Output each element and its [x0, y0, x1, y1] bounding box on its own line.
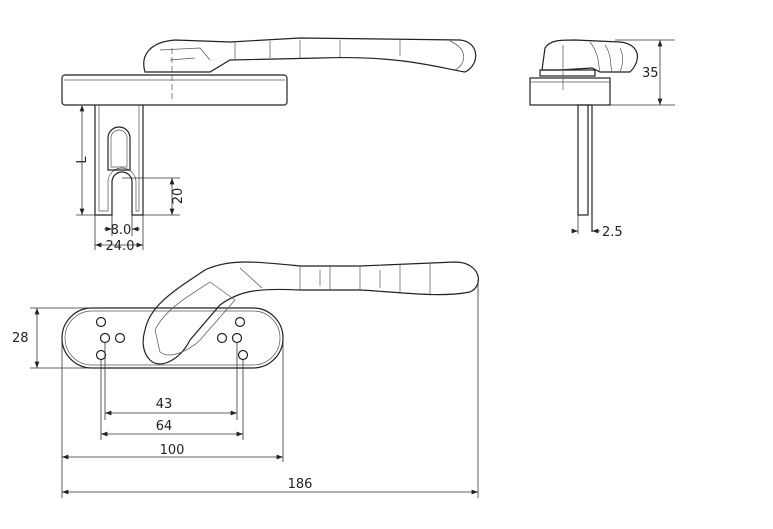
dimension-43: 43: [104, 342, 238, 420]
dim-label-20: 20: [171, 188, 186, 205]
dimension-35: 35: [610, 39, 675, 106]
dimension-2.5: 2.5: [571, 215, 623, 240]
dim-label-L: L: [75, 156, 90, 164]
dim-label-24: 24.0: [106, 239, 135, 254]
dim-label-186: 186: [288, 477, 313, 492]
dimension-L: L: [75, 104, 95, 216]
dim-label-28: 28: [12, 331, 29, 346]
dim-label-2.5: 2.5: [602, 225, 623, 240]
dim-label-43: 43: [156, 397, 173, 412]
dimension-186: 186: [62, 280, 479, 498]
dimension-100: 100: [61, 340, 284, 498]
dim-label-8: 8.0: [111, 223, 132, 238]
dim-label-64: 64: [156, 419, 173, 434]
plan-view: [61, 261, 479, 369]
dim-label-100: 100: [160, 443, 185, 458]
screw-holes: [95, 316, 249, 361]
front-view: [61, 37, 477, 216]
dim-label-35: 35: [642, 66, 659, 81]
dimension-24: 24.0: [94, 215, 144, 254]
dimension-64: 64: [100, 360, 244, 440]
dimension-8: 8.0: [104, 215, 140, 238]
dimension-20: 20: [122, 177, 186, 216]
side-view: [529, 39, 638, 232]
dimension-28: 28: [12, 307, 100, 369]
